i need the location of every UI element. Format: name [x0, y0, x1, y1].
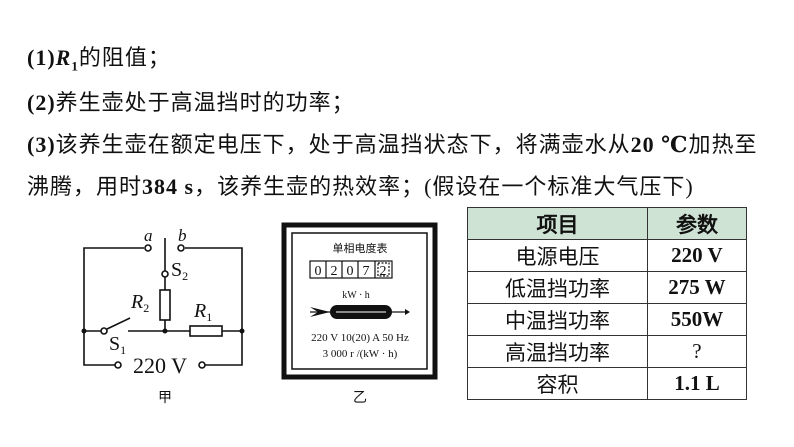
svg-text:220 V: 220 V: [133, 353, 187, 378]
svg-text:kW · h: kW · h: [342, 290, 370, 301]
svg-text:S2: S2: [171, 259, 188, 283]
svg-text:R2: R2: [130, 291, 149, 315]
svg-text:R1: R1: [193, 300, 212, 324]
svg-text:甲: 甲: [158, 391, 172, 406]
svg-text:a: a: [144, 226, 153, 245]
table-row: 高温挡功率?: [467, 335, 748, 368]
question-2: (2)养生壶处于高温挡时的功率；: [27, 90, 355, 115]
svg-text:S1: S1: [109, 333, 126, 357]
table-header: 项目参数: [467, 207, 748, 240]
question-1: (1)R1的阻值；: [27, 45, 171, 74]
svg-text:单相电度表: 单相电度表: [333, 241, 388, 255]
svg-text:220 V 10(20) A 50 Hz: 220 V 10(20) A 50 Hz: [311, 332, 409, 344]
svg-text:0: 0: [315, 264, 322, 279]
svg-text:0: 0: [347, 264, 354, 279]
resistor-r1: [189, 325, 223, 337]
svg-text:3 000 r /(kW · h): 3 000 r /(kW · h): [323, 348, 398, 360]
resistor-r2: [159, 289, 171, 321]
svg-text:2: 2: [331, 264, 338, 279]
question-3: (3)该养生壶在额定电压下，处于高温挡状态下，将满壶水从20 ℃加热至: [27, 132, 758, 157]
question-3-cont: 沸腾，用时384 s，该养生壶的热效率；(假设在一个标准大气压下): [27, 174, 694, 199]
electric-meter: 单相电度表 0 2 0 7 2 kW · h 220 V 10(20) A 50…: [281, 222, 438, 380]
svg-text:b: b: [178, 226, 187, 245]
svg-text:7: 7: [363, 264, 370, 279]
svg-text:2: 2: [380, 264, 387, 279]
svg-text:乙: 乙: [353, 390, 367, 406]
